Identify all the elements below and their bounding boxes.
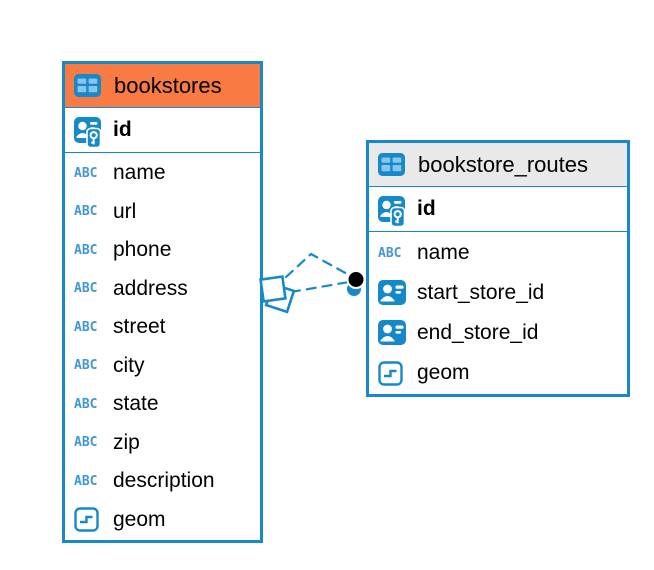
column-name: state (113, 392, 159, 416)
table-header[interactable]: bookstore_routes (369, 143, 627, 187)
geometry-type-icon (74, 507, 105, 532)
column-name: description (113, 469, 215, 493)
column-name: url (113, 199, 137, 223)
primary-key-row[interactable]: id (369, 187, 627, 232)
column-row[interactable]: geom (65, 501, 260, 540)
text-type-icon: ABC (74, 396, 98, 412)
column-row[interactable]: ABC state (65, 385, 260, 424)
column-row[interactable]: ABC zip (65, 424, 260, 463)
endpoint-dot (346, 270, 366, 296)
table-icon (378, 153, 409, 176)
column-name: name (113, 161, 166, 185)
column-row[interactable]: ABC url (65, 193, 260, 232)
column-row[interactable]: ABC name (65, 154, 260, 193)
text-type-icon: ABC (74, 281, 98, 297)
text-type-icon: ABC (74, 473, 98, 489)
table-bookstores[interactable]: bookstores id ABC (62, 61, 263, 543)
reference-type-icon (378, 280, 409, 306)
column-list: ABC name start_store_id (369, 232, 627, 394)
relationship-line-upper (284, 252, 351, 279)
column-list: ABC name ABC url ABC phone ABC address A… (65, 153, 260, 540)
text-type-icon: ABC (74, 242, 98, 258)
primary-key-row[interactable]: id (65, 108, 260, 153)
many-side-marker (259, 275, 296, 314)
column-row[interactable]: ABC name (369, 233, 627, 273)
text-type-icon: ABC (378, 245, 402, 261)
column-name: street (113, 315, 166, 339)
table-bookstore-routes[interactable]: bookstore_routes id ABC (366, 140, 630, 397)
column-row[interactable]: start_store_id (369, 273, 627, 313)
column-name: geom (417, 361, 470, 384)
column-name: end_store_id (417, 321, 539, 344)
relationship-line-lower (289, 280, 351, 294)
table-title: bookstore_routes (418, 151, 588, 177)
column-name: start_store_id (417, 281, 545, 304)
table-icon (74, 74, 105, 97)
column-name: phone (113, 238, 172, 262)
geometry-type-icon (378, 360, 409, 386)
column-name: zip (113, 430, 140, 454)
table-title: bookstores (114, 72, 222, 98)
text-type-icon: ABC (74, 165, 98, 181)
text-type-icon: ABC (74, 204, 98, 220)
column-name: geom (113, 507, 166, 531)
text-type-icon: ABC (74, 319, 98, 335)
primary-key-icon (378, 192, 409, 227)
column-row[interactable]: geom (369, 353, 627, 393)
text-type-icon: ABC (74, 358, 98, 374)
text-type-icon: ABC (74, 435, 98, 451)
column-name: id (417, 197, 436, 220)
reference-type-icon (378, 320, 409, 346)
column-name: name (417, 241, 470, 264)
column-row[interactable]: ABC city (65, 347, 260, 386)
column-name: id (113, 118, 132, 141)
column-name: address (113, 276, 188, 300)
column-row[interactable]: end_store_id (369, 313, 627, 353)
column-row[interactable]: ABC street (65, 308, 260, 347)
column-row[interactable]: ABC description (65, 462, 260, 501)
table-header[interactable]: bookstores (65, 64, 260, 108)
column-row[interactable]: ABC address (65, 270, 260, 309)
column-name: city (113, 353, 145, 377)
primary-key-icon (74, 113, 105, 148)
column-row[interactable]: ABC phone (65, 231, 260, 270)
